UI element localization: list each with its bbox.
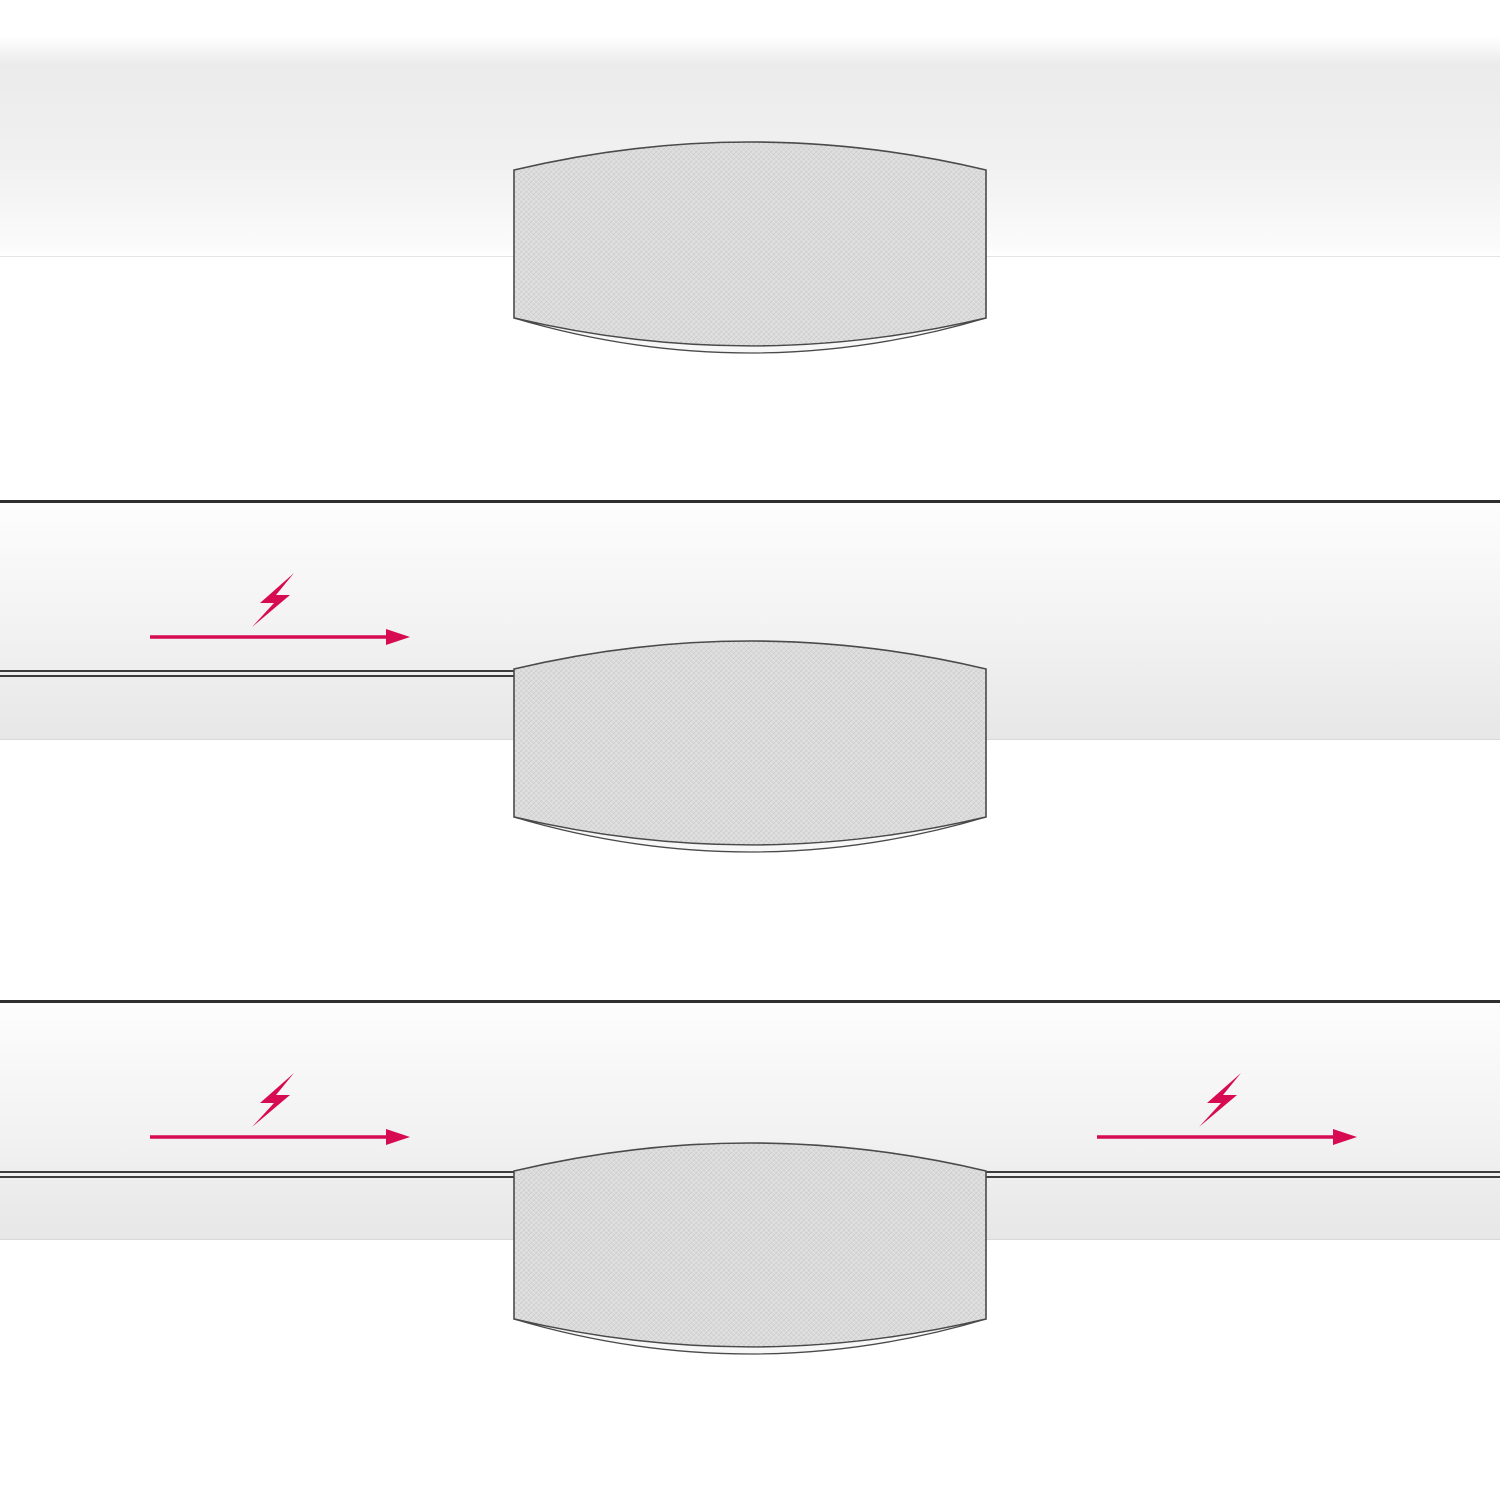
drum-lampshade-illustration (513, 1142, 987, 1355)
drum-lampshade-illustration (513, 141, 987, 354)
lampshade-fabric-body (513, 141, 987, 347)
drum-lampshade-illustration (513, 640, 987, 853)
power-cable-right (984, 1171, 1500, 1178)
power-flow-indicator-left (150, 1073, 410, 1145)
panel-lamp-power-in-left (0, 500, 1500, 1000)
arrow-head-icon (386, 1129, 410, 1145)
panel-lamp-no-cable (0, 0, 1500, 500)
lampshade-fabric-body (513, 640, 987, 846)
panel-lamp-pass-through (0, 1000, 1500, 1500)
power-flow-indicator-right (1097, 1073, 1357, 1145)
lampshade-bottom-diffuser-rim (513, 1318, 987, 1355)
arrow-head-icon (386, 629, 410, 645)
arrow-head-icon (1333, 1129, 1357, 1145)
power-cable-left (0, 1171, 516, 1178)
lightning-bolt-icon (252, 573, 294, 627)
lampshade-bottom-diffuser-rim (513, 816, 987, 853)
lampshade-fabric-body (513, 1142, 987, 1348)
power-flow-indicator-left (150, 573, 410, 645)
lampshade-bottom-diffuser-rim (513, 317, 987, 354)
power-cable-left (0, 670, 516, 677)
lightning-bolt-icon (252, 1073, 294, 1127)
lightning-bolt-icon (1199, 1073, 1241, 1127)
